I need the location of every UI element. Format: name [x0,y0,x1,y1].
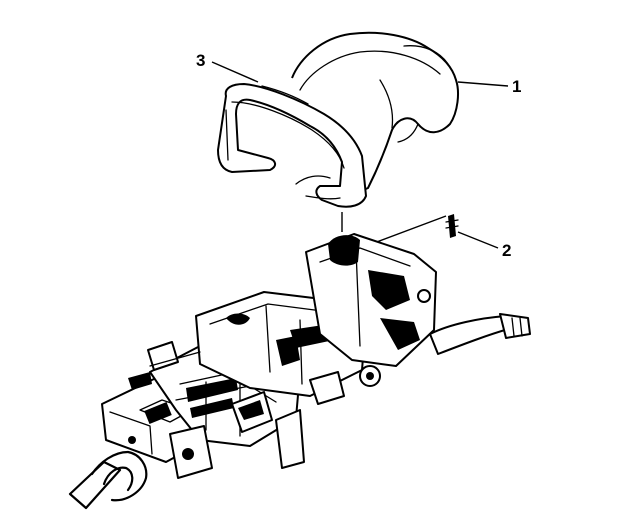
leader-line-1 [457,81,509,87]
column-cover-upper [217,31,459,208]
callout-2: 2 [502,241,511,260]
steering-column-body [68,212,531,510]
fastener-screw [445,214,459,238]
leader-line-3 [211,61,259,83]
callout-3: 3 [196,51,205,70]
callout-1: 1 [512,77,521,96]
leader-line-2 [457,231,499,249]
